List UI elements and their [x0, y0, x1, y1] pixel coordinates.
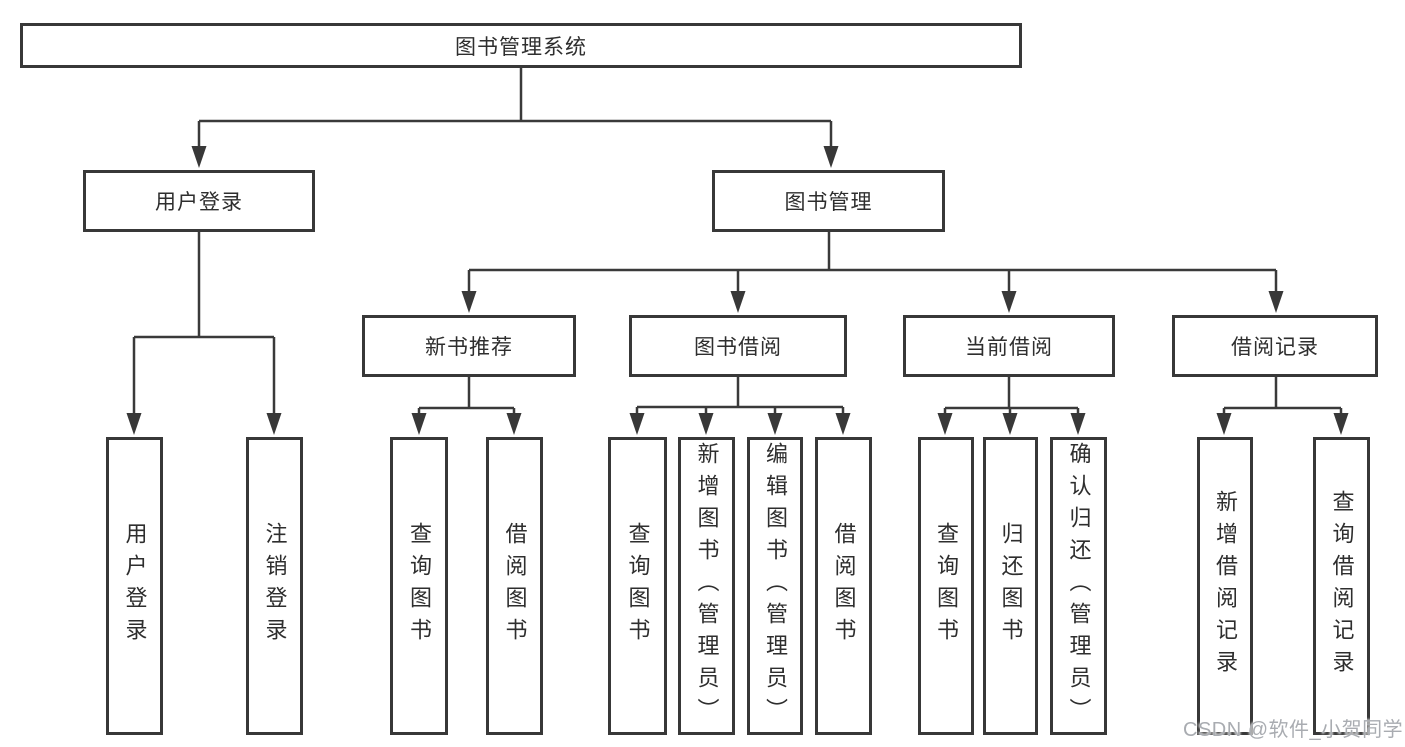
root-label: 图书管理系统 [455, 35, 587, 59]
leaf-br-add-record-label: 新增借阅记录 [1213, 490, 1238, 682]
leaf-nbr-borrow-books: 借阅图书 [486, 437, 543, 735]
leaf-bb-edit-books-admin-label: 编辑图书（管理员） [763, 442, 788, 730]
leaf-bb-query-books-label: 查询图书 [625, 522, 651, 650]
root-box-library-system: 图书管理系统 [20, 23, 1022, 68]
leaf-bb-query-books: 查询图书 [608, 437, 667, 735]
leaf-cb-query-books: 查询图书 [918, 437, 974, 735]
group-book-borrow: 图书借阅 [629, 315, 847, 377]
leaf-nbr-query-books: 查询图书 [390, 437, 448, 735]
group-current-borrow: 当前借阅 [903, 315, 1115, 377]
group-new-book-recommend: 新书推荐 [362, 315, 576, 377]
branch-book-management-label: 图书管理 [784, 191, 873, 214]
group-current-borrow-label: 当前借阅 [965, 336, 1053, 359]
leaf-bb-add-books-admin: 新增图书（管理员） [678, 437, 735, 735]
leaf-nbr-query-books-label: 查询图书 [407, 522, 432, 650]
group-borrow-records-label: 借阅记录 [1231, 336, 1319, 359]
leaf-bb-borrow-books-label: 借阅图书 [831, 522, 857, 650]
leaf-br-query-record: 查询借阅记录 [1313, 437, 1370, 735]
group-book-borrow-label: 图书借阅 [694, 336, 782, 359]
branch-user-login: 用户登录 [83, 170, 315, 232]
group-new-book-recommend-label: 新书推荐 [425, 336, 513, 359]
branch-book-management: 图书管理 [712, 170, 945, 232]
leaf-cb-return-books: 归还图书 [983, 437, 1038, 735]
leaf-bb-edit-books-admin: 编辑图书（管理员） [747, 437, 803, 735]
csdn-watermark: CSDN @软件_小贺同学 [1183, 719, 1404, 741]
leaf-user-login: 用户登录 [106, 437, 163, 735]
group-borrow-records: 借阅记录 [1172, 315, 1378, 377]
leaf-br-query-record-label: 查询借阅记录 [1329, 490, 1355, 682]
leaf-br-add-record: 新增借阅记录 [1197, 437, 1253, 735]
leaf-logout: 注销登录 [246, 437, 303, 735]
leaf-logout-label: 注销登录 [262, 522, 288, 650]
leaf-cb-return-books-label: 归还图书 [998, 522, 1024, 650]
leaf-bb-borrow-books: 借阅图书 [815, 437, 872, 735]
leaf-cb-query-books-label: 查询图书 [934, 522, 959, 650]
leaf-user-login-label: 用户登录 [122, 522, 148, 650]
leaf-cb-confirm-return-admin-label: 确认归还（管理员） [1066, 442, 1092, 730]
leaf-bb-add-books-admin-label: 新增图书（管理员） [694, 442, 720, 730]
leaf-cb-confirm-return-admin: 确认归还（管理员） [1050, 437, 1107, 735]
connector-trunks [134, 68, 1341, 410]
leaf-nbr-borrow-books-label: 借阅图书 [502, 522, 528, 650]
branch-user-login-label: 用户登录 [155, 191, 243, 214]
